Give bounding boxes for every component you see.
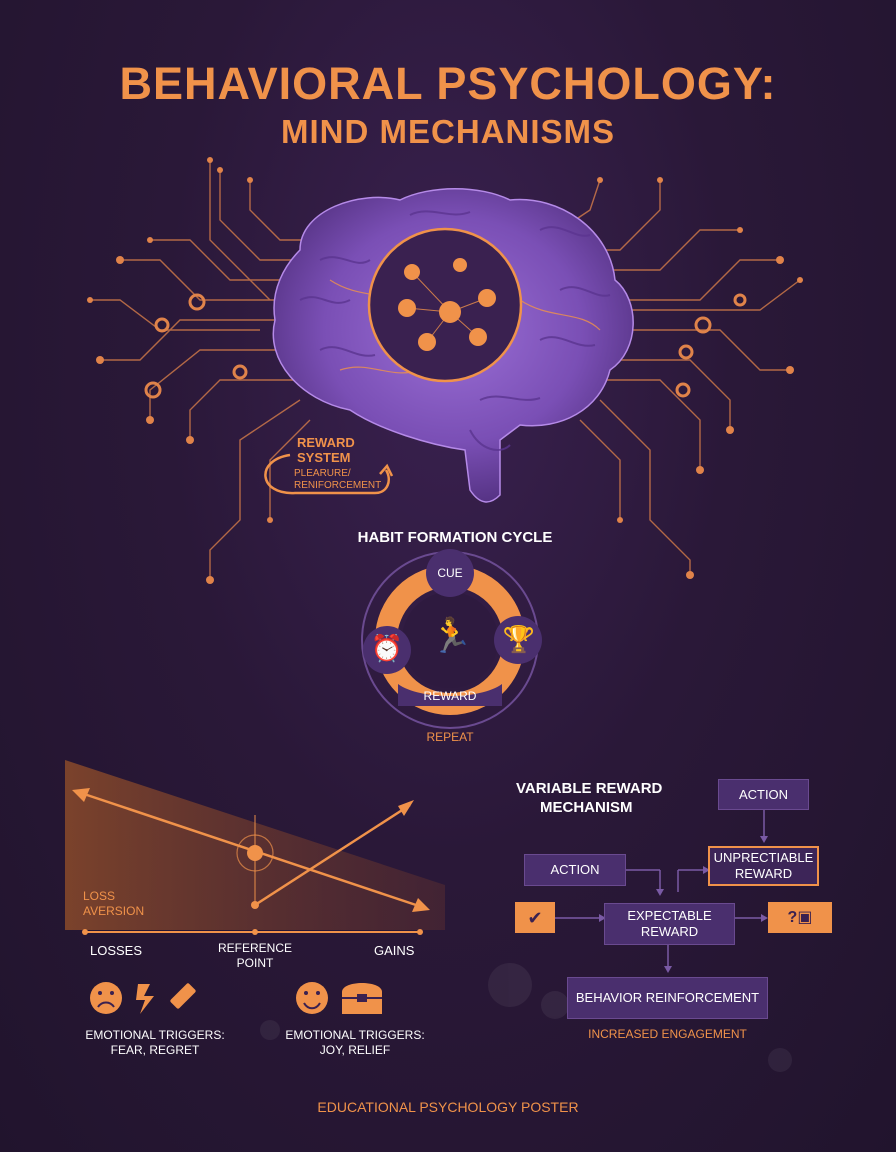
habit-cycle-title: HABIT FORMATION CYCLE	[357, 529, 553, 546]
habit-reward-label: REWARD	[423, 689, 477, 703]
emotion-icons	[90, 982, 382, 1014]
behavior-reinforcement-box: BEHAVIOR REINFORCEMENT	[567, 977, 768, 1019]
running-person-icon: 🏃	[430, 617, 473, 655]
axis-reference-point-label: REFERENCE POINT	[217, 941, 292, 970]
footer-label: EDUCATIONAL PSYCHOLOGY POSTER	[317, 1099, 579, 1115]
negative-triggers-label: EMOTIONAL TRIGGERS: FEAR, REGRET	[85, 1028, 225, 1057]
page-title: BEHAVIORAL PSYCHOLOGY:	[119, 58, 777, 109]
axis-losses-label: LOSSES	[90, 943, 143, 958]
expectable-reward-box: EXPECTABLE REWARD	[604, 903, 735, 945]
positive-triggers-label: EMOTIONAL TRIGGERS: JOY, RELIEF	[285, 1028, 425, 1057]
page-subtitle: MIND MECHANISMS	[281, 113, 615, 150]
brain-illustration	[272, 188, 634, 503]
checkmark-icon: ✔	[515, 902, 555, 933]
action-box-top: ACTION	[718, 779, 809, 810]
circuit-nodes-right	[597, 177, 803, 579]
variable-reward-connectors	[555, 810, 765, 970]
loss-aversion-chart	[65, 760, 445, 935]
unpredictable-reward-box: UNPRECTIABLE REWARD	[708, 846, 819, 886]
habit-repeat-label: REPEAT	[426, 730, 474, 744]
circuit-nodes-left	[87, 157, 273, 584]
circuit-lines-left	[90, 160, 320, 580]
reward-loop-arrow	[264, 453, 390, 495]
slot-machine-icon: ?▣	[768, 902, 832, 933]
alarm-clock-icon: ⏰	[370, 633, 404, 663]
variable-reward-title: VARIABLE REWARD MECHANISM	[516, 780, 663, 816]
reward-system-description: PLEARURE/ RENIFORCEMENT	[294, 468, 382, 491]
loss-aversion-label: LOSS AVERSION	[83, 889, 145, 918]
axis-gains-label: GAINS	[374, 943, 415, 958]
habit-cue-label: CUE	[437, 566, 463, 580]
trophy-icon: 🏆	[502, 624, 536, 654]
reward-system-label: REWARD SYSTEM	[297, 435, 355, 465]
action-box-left: ACTION	[524, 854, 626, 886]
habit-cycle-diagram	[361, 549, 542, 729]
increased-engagement-label: INCREASED ENGAGEMENT	[588, 1027, 747, 1041]
